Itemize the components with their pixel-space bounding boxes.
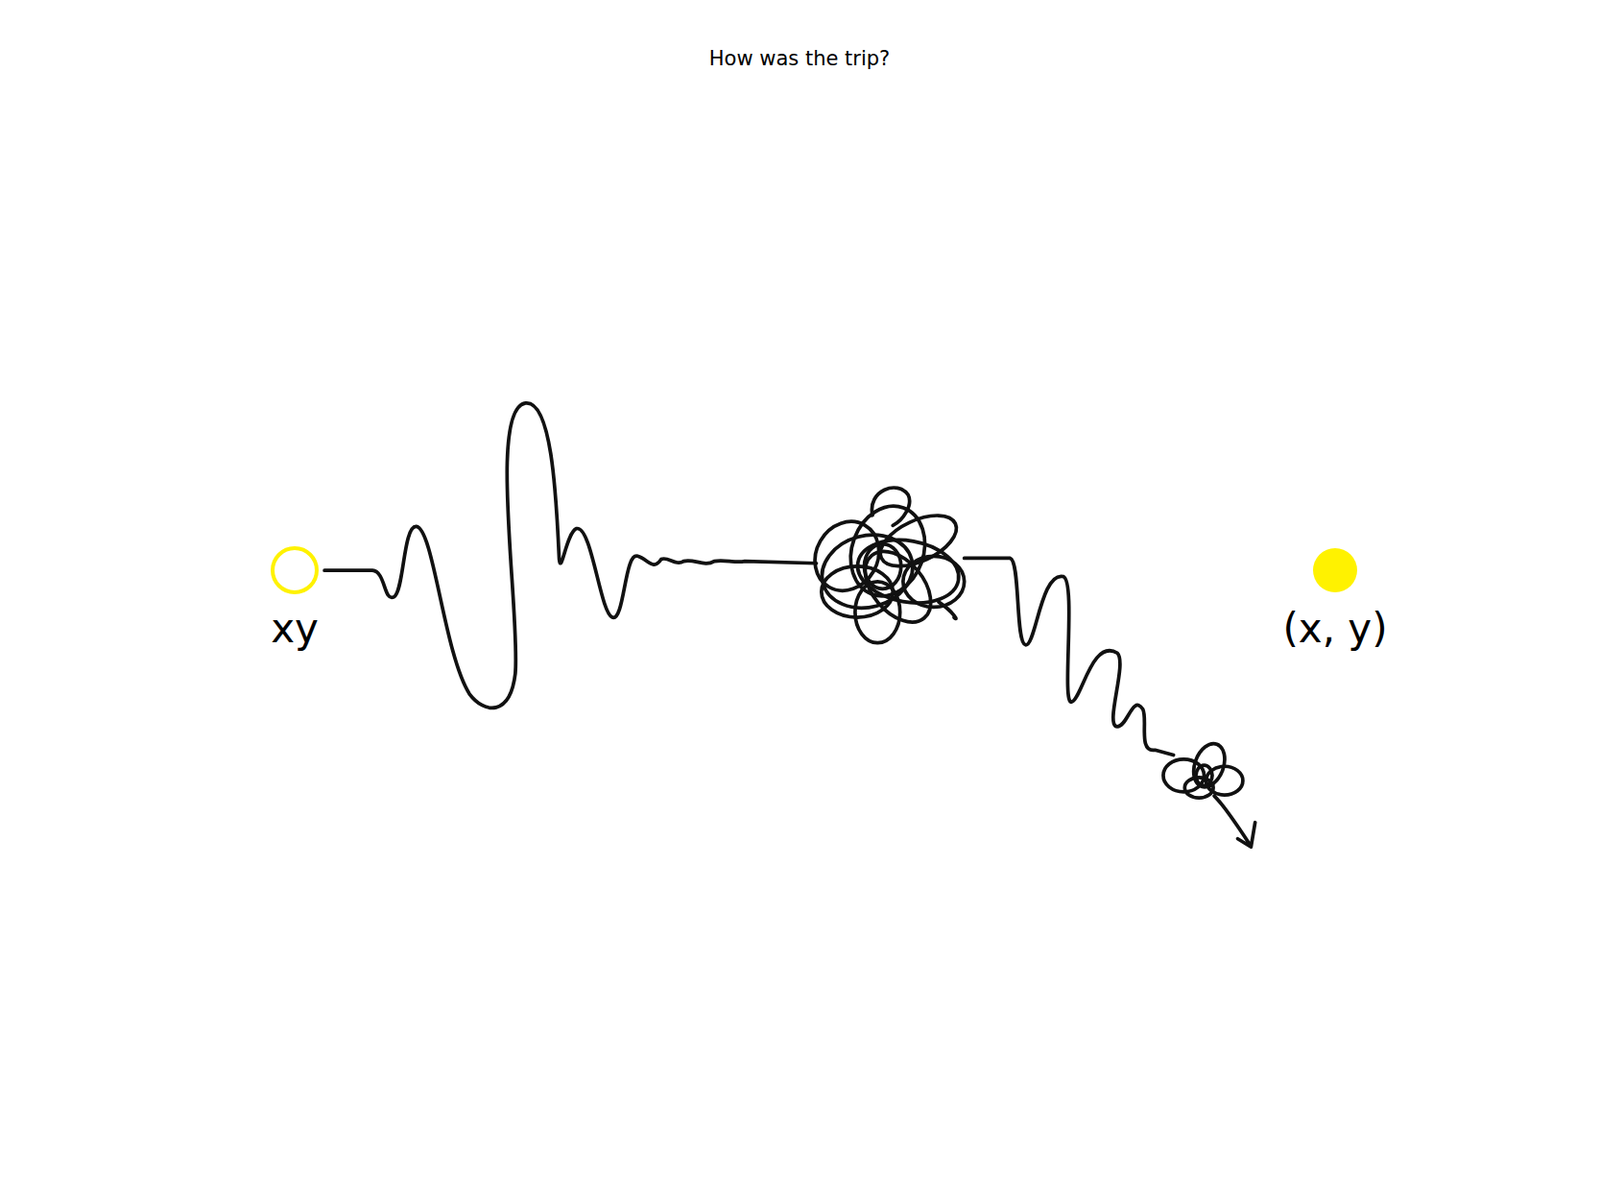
point-label: (x, y) (1282, 606, 1387, 651)
point-label: xy (270, 606, 319, 651)
page-title: How was the trip? (709, 47, 890, 71)
point-circle (269, 545, 320, 596)
point-circle (1310, 545, 1361, 596)
end-point: (x, y) (1282, 545, 1387, 651)
start-point: xy (269, 545, 320, 651)
